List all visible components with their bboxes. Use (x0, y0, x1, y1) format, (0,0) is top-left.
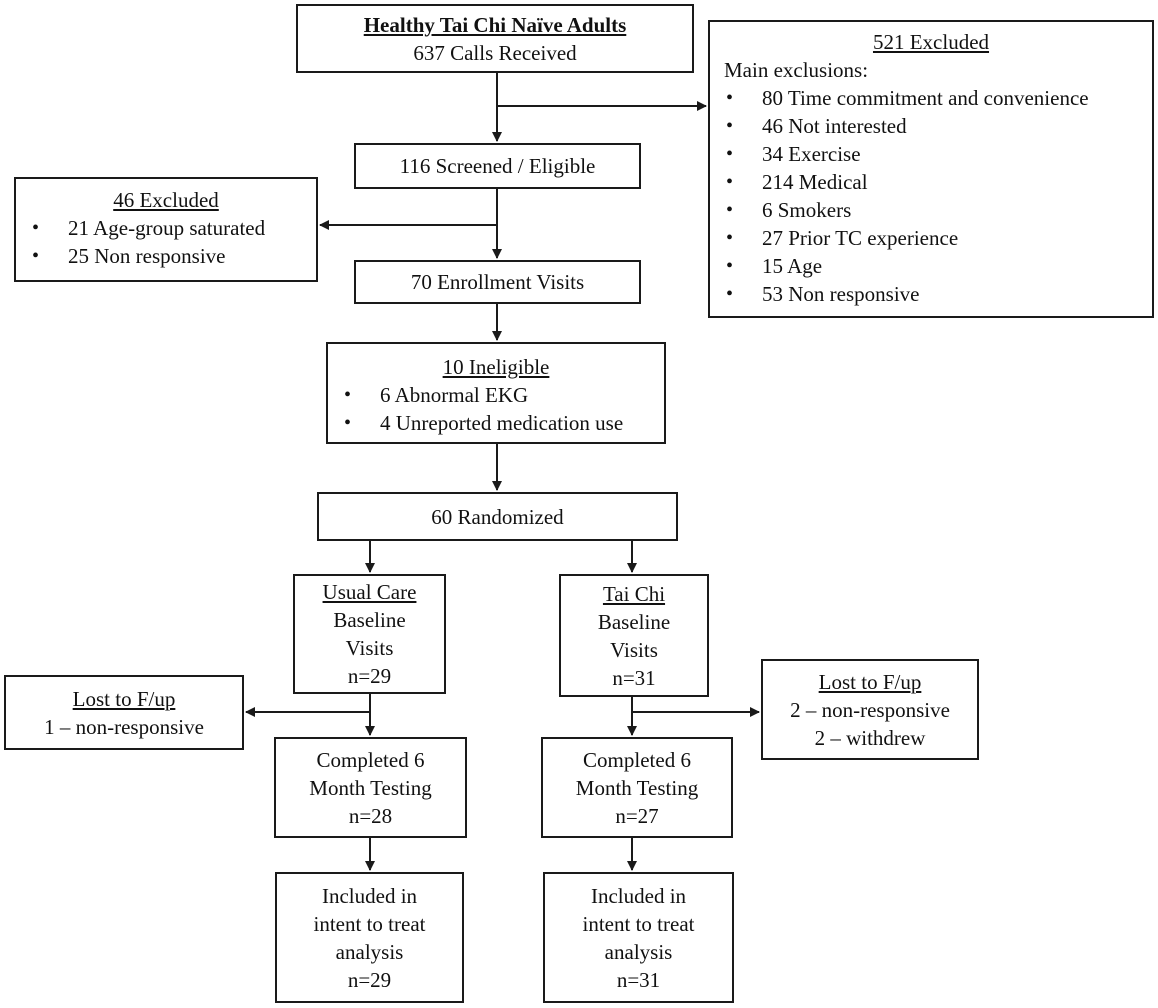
tai-chi-baseline-line: n=31 (612, 665, 656, 690)
usual-care-lost-line: 1 – non-responsive (44, 714, 204, 739)
ineligible-list: 6 Abnormal EKG 4 Unreported medication u… (328, 381, 664, 437)
usual-care-completed-line: Completed 6 (316, 747, 425, 772)
usual-care-baseline-line: n=29 (347, 664, 392, 688)
tai-chi-included-line: analysis (604, 939, 673, 964)
list-item: 214 Medical (710, 168, 1152, 196)
usual-care-baseline-line: Visits (345, 636, 394, 660)
tai-chi-baseline-line: Visits (610, 637, 658, 662)
usual-care-completed-box: Completed 6 Month Testing n=28 (274, 737, 467, 838)
tai-chi-lost-line: 2 – non-responsive (790, 697, 950, 722)
excluded-46-box: 46 Excluded 21 Age-group saturated 25 No… (14, 177, 318, 282)
usual-care-completed-line: n=28 (348, 803, 393, 828)
tai-chi-included-line: intent to treat (582, 911, 695, 936)
usual-care-baseline-box: Usual Care Baseline Visits n=29 (293, 574, 446, 694)
list-item: 53 Non responsive (710, 280, 1152, 308)
excluded-main-title: 521 Excluded (872, 30, 990, 54)
usual-care-included-line: analysis (335, 939, 404, 964)
usual-care-lost-title: Lost to F/up (72, 686, 176, 711)
tai-chi-lost-line: 2 – withdrew (814, 725, 926, 750)
enrollment-label: 70 Enrollment Visits (410, 270, 585, 294)
usual-care-completed-line: Month Testing (309, 775, 432, 800)
usual-care-included-line: Included in (321, 883, 418, 908)
list-item: 27 Prior TC experience (710, 224, 1152, 252)
usual-care-title: Usual Care (322, 580, 417, 604)
screened-label: 116 Screened / Eligible (399, 154, 596, 178)
excluded-46-title: 46 Excluded (113, 188, 219, 212)
excluded-46-list: 21 Age-group saturated 25 Non responsive (16, 214, 316, 270)
randomized-label: 60 Randomized (431, 504, 564, 529)
tai-chi-completed-line: n=27 (615, 803, 659, 828)
enrollment-box: 70 Enrollment Visits (354, 260, 641, 304)
tai-chi-title: Tai Chi (602, 581, 666, 606)
usual-care-included-line: n=29 (347, 967, 392, 992)
list-item: 21 Age-group saturated (16, 214, 316, 242)
screened-box: 116 Screened / Eligible (354, 143, 641, 189)
list-item: 80 Time commitment and convenience (710, 84, 1152, 112)
tai-chi-completed-line: Completed 6 (583, 747, 691, 772)
randomized-box: 60 Randomized (317, 492, 678, 541)
ineligible-box: 10 Ineligible 6 Abnormal EKG 4 Unreporte… (326, 342, 666, 444)
list-item: 25 Non responsive (16, 242, 316, 270)
usual-care-lost-box: Lost to F/up 1 – non-responsive (4, 675, 244, 750)
list-item: 15 Age (710, 252, 1152, 280)
tai-chi-completed-box: Completed 6 Month Testing n=27 (541, 737, 733, 838)
tai-chi-included-line: n=31 (616, 967, 661, 992)
tai-chi-included-box: Included in intent to treat analysis n=3… (543, 872, 734, 1003)
tai-chi-included-line: Included in (590, 883, 687, 908)
tai-chi-lost-box: Lost to F/up 2 – non-responsive 2 – with… (761, 659, 979, 760)
list-item: 6 Smokers (710, 196, 1152, 224)
start-title: Healthy Tai Chi Naïve Adults (363, 12, 627, 37)
list-item: 4 Unreported medication use (328, 409, 664, 437)
usual-care-included-line: intent to treat (313, 911, 426, 936)
excluded-main-list: 80 Time commitment and convenience 46 No… (710, 84, 1152, 308)
excluded-main-subtitle: Main exclusions: (724, 58, 869, 82)
tai-chi-lost-title: Lost to F/up (818, 669, 922, 694)
list-item: 46 Not interested (710, 112, 1152, 140)
tai-chi-completed-line: Month Testing (575, 775, 699, 800)
list-item: 34 Exercise (710, 140, 1152, 168)
usual-care-baseline-line: Baseline (333, 608, 406, 632)
excluded-main-box: 521 Excluded Main exclusions: 80 Time co… (708, 20, 1154, 318)
usual-care-included-box: Included in intent to treat analysis n=2… (275, 872, 464, 1003)
tai-chi-baseline-box: Tai Chi Baseline Visits n=31 (559, 574, 709, 697)
start-box: Healthy Tai Chi Naïve Adults 637 Calls R… (296, 4, 694, 73)
list-item: 6 Abnormal EKG (328, 381, 664, 409)
tai-chi-baseline-line: Baseline (597, 609, 671, 634)
ineligible-title: 10 Ineligible (442, 355, 550, 379)
start-line: 637 Calls Received (413, 40, 577, 65)
